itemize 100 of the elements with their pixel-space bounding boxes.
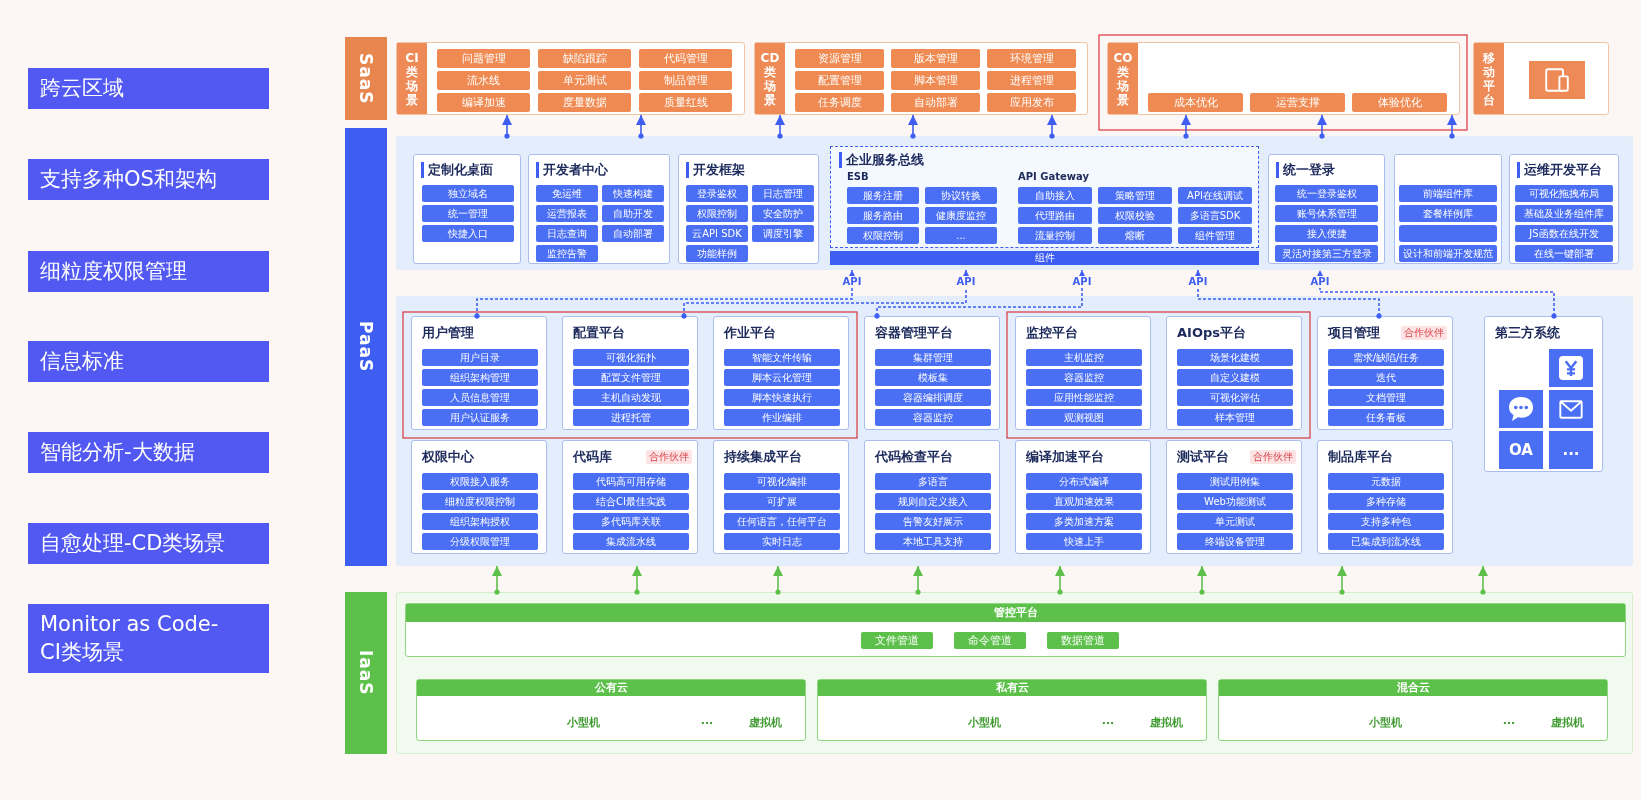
scenario-item: 自动部署: [891, 93, 980, 112]
feature-item: 组织架构授权: [422, 513, 538, 530]
feature-item: 在线一键部署: [1515, 245, 1613, 262]
card-heading: 权限中心: [422, 449, 474, 465]
card-heading: 运维开发平台: [1517, 162, 1602, 178]
scenario-item: 环境管理: [987, 49, 1076, 68]
module-card: [1015, 316, 1151, 430]
service-bus-panel: [830, 146, 1259, 248]
machine-type-label: 虚拟机: [1550, 716, 1584, 730]
pipeline-item: 命令管道: [954, 632, 1026, 649]
scenario-item: 脚本管理: [891, 71, 980, 90]
card-heading: 统一登录: [1276, 162, 1335, 178]
paas-panel: [396, 136, 1633, 270]
edge-label: API: [955, 276, 977, 288]
feature-item: ...: [925, 227, 997, 244]
feature-item: 可视化编排: [724, 473, 840, 490]
feature-item: 账号体系管理: [1275, 205, 1378, 222]
feature-banner: 跨云区域: [28, 68, 269, 109]
feature-item: API在线调试: [1178, 187, 1252, 204]
header-bar: 混合云: [1219, 680, 1607, 696]
card-heading: 开发框架: [686, 162, 745, 178]
cloud-panel: [817, 679, 1207, 741]
feature-item: 日志管理: [752, 185, 814, 202]
scenario-tab: CI类场景: [397, 43, 427, 114]
machine-type-label: 虚拟机: [1149, 716, 1183, 730]
scenario-item: 进程管理: [987, 71, 1076, 90]
feature-item: 自动部署: [602, 225, 664, 242]
app-tile: ...: [1549, 431, 1593, 469]
feature-item: 集成流水线: [573, 533, 689, 550]
feature-item: 单元测试: [1177, 513, 1293, 530]
card-heading: 编译加速平台: [1026, 449, 1104, 465]
feature-item: 场景化建模: [1177, 349, 1293, 366]
arrow: [908, 114, 918, 139]
feature-item: 分级权限管理: [422, 533, 538, 550]
module-card: [1166, 316, 1302, 430]
module-card: [1317, 316, 1453, 430]
module-card: [1484, 316, 1603, 472]
scenario-panel: [1473, 42, 1609, 115]
feature-item: 告警友好展示: [875, 513, 991, 530]
arrow: [1337, 565, 1347, 595]
feature-item: 应用性能监控: [1026, 389, 1142, 406]
machine-type-label: 小型机: [566, 716, 600, 730]
feature-item: 分布式编译: [1026, 473, 1142, 490]
feature-item: 可视化评估: [1177, 389, 1293, 406]
feature-item: 权限控制: [686, 205, 748, 222]
feature-item: 迭代: [1328, 369, 1444, 386]
edge-label: API: [841, 276, 863, 288]
feature-item: 策略管理: [1098, 187, 1172, 204]
arrow: [1181, 114, 1191, 139]
header-bar: 管控平台: [406, 604, 1625, 622]
feature-item: 多种存储: [1328, 493, 1444, 510]
scenario-item: 应用发布: [987, 93, 1076, 112]
scenario-item: 缺陷跟踪: [538, 49, 631, 68]
feature-item: 权限控制: [847, 227, 919, 244]
feature-banner: 信息标准: [28, 341, 269, 382]
feature-item: 已集成到流水线: [1328, 533, 1444, 550]
feature-item: 观测视图: [1026, 409, 1142, 426]
feature-item: 容器监控: [875, 409, 991, 426]
arrow: [1047, 114, 1057, 139]
feature-item: 设计和前端开发规范: [1399, 245, 1497, 262]
card-heading: 企业服务总线: [839, 152, 924, 168]
pipeline-item: 文件管道: [861, 632, 933, 649]
card-heading: 制品库平台: [1328, 449, 1393, 465]
ellipsis-text: ...: [1101, 714, 1115, 728]
feature-item: 快速上手: [1026, 533, 1142, 550]
card-heading: 测试平台: [1177, 449, 1229, 465]
feature-banner: 自愈处理-CD类场景: [28, 523, 269, 564]
feature-item: 可视化拓扑: [573, 349, 689, 366]
scenario-item: 编译加速: [437, 93, 530, 112]
scenario-item: 体验优化: [1352, 93, 1447, 112]
machine-type-label: 小型机: [1368, 716, 1402, 730]
feature-banner: 细粒度权限管理: [28, 251, 269, 292]
edge-label: API: [1187, 276, 1209, 288]
module-card: [528, 154, 670, 264]
feature-item: JS函数在线开发: [1515, 225, 1613, 242]
scenario-item: 质量红线: [639, 93, 732, 112]
scenario-item: 运营支撑: [1250, 93, 1345, 112]
feature-item: 接入便捷: [1275, 225, 1378, 242]
card-heading: 开发者中心: [536, 162, 608, 178]
feature-item: 快捷入口: [422, 225, 514, 242]
feature-item: 监控告警: [536, 245, 598, 262]
feature-item: 脚本快速执行: [724, 389, 840, 406]
feature-item: 容器监控: [1026, 369, 1142, 386]
feature-item: 安全防护: [752, 205, 814, 222]
scenario-panel: [396, 42, 745, 115]
module-card: [864, 440, 1000, 554]
arrow: [632, 565, 642, 595]
app-tile: OA: [1499, 431, 1543, 469]
feature-item: 集群管理: [875, 349, 991, 366]
feature-item: 可扩展: [724, 493, 840, 510]
feature-item: 可视化拖拽布局: [1515, 185, 1613, 202]
arrow: [1193, 269, 1382, 319]
feature-item: 前端组件库: [1399, 185, 1497, 202]
feature-item: 基础及业务组件库: [1515, 205, 1613, 222]
feature-item: 文档管理: [1328, 389, 1444, 406]
card-heading: 项目管理: [1328, 325, 1380, 341]
module-card: [411, 316, 547, 430]
feature-item: 需求/缺陷/任务: [1328, 349, 1444, 366]
feature-item: 人员信息管理: [422, 389, 538, 406]
arrow: [773, 565, 783, 595]
